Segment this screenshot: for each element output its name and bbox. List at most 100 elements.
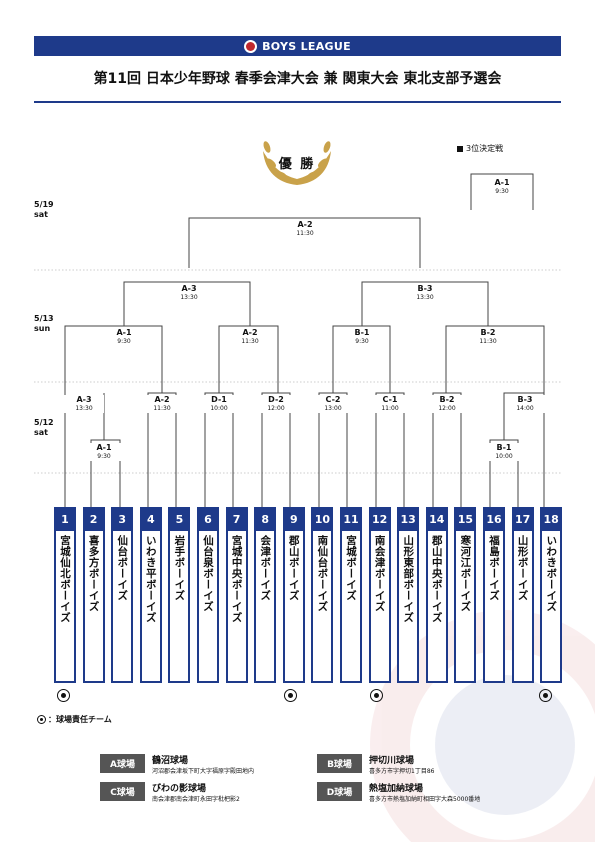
team-name: 郡山ボーイズ [287, 535, 300, 601]
match-code: A-2 [242, 328, 258, 337]
match-code: B-2 [480, 328, 496, 337]
team-number: 7 [227, 509, 246, 531]
team-9: 9 郡山ボーイズ [282, 507, 305, 683]
match-code: A-3 [181, 284, 197, 293]
match-code: B-1 [496, 443, 512, 452]
match-code: A-2 [154, 395, 170, 404]
match-code: B-3 [417, 284, 433, 293]
match-time: 9:30 [495, 188, 509, 195]
champion-label: 優 勝 [278, 157, 316, 172]
team-name: 南会津ボーイズ [373, 535, 386, 612]
team-8: 8 会津ボーイズ [254, 507, 277, 683]
venue-name: 押切川球場 [369, 756, 415, 766]
page-title: 第11回 日本少年野球 春季会津大会 兼 関東大会 東北支部予選会 [93, 71, 502, 87]
match-time: 11:30 [241, 338, 259, 345]
venue-responsible-mark-icon [370, 689, 383, 702]
team-number: 2 [84, 509, 103, 531]
team-5: 5 岩手ボーイズ [168, 507, 191, 683]
team-number: 5 [170, 509, 189, 531]
date-separators [34, 269, 561, 474]
team-number: 15 [456, 509, 475, 531]
match-time: 13:30 [180, 294, 198, 301]
match-code: A-2 [297, 220, 313, 229]
match-time: 11:30 [479, 338, 497, 345]
team-name: 仙台ボーイズ [116, 535, 129, 601]
match-time: 14:00 [516, 405, 534, 412]
match-time: 9:30 [97, 453, 111, 460]
match-code: B-3 [517, 395, 533, 404]
team-name: 寒河江ボーイズ [459, 535, 472, 612]
match-time: 10:00 [210, 405, 228, 412]
team-number: 6 [199, 509, 217, 531]
venue-name: 熱塩加納球場 [369, 784, 424, 794]
venue-address: 喜多方市熱塩加納町相田字大森5000番地 [369, 796, 481, 803]
venue-tag: B球場 [317, 754, 362, 773]
venue-responsible-mark-icon [539, 689, 552, 702]
match-code: A-1 [116, 328, 132, 337]
team-name: いわきボーイズ [545, 535, 558, 612]
team-number: 9 [284, 509, 303, 531]
team-15: 15 寒河江ボーイズ [454, 507, 477, 683]
match-time: 10:00 [495, 453, 513, 460]
team-number: 8 [256, 509, 275, 531]
third-place-heading: 3位決定戦 [457, 143, 503, 154]
team-name: 岩手ボーイズ [173, 535, 186, 601]
match-code: D-2 [268, 395, 284, 404]
team-name: 福島ボーイズ [488, 535, 500, 601]
venue-tag: D球場 [317, 782, 362, 801]
match-code: B-1 [354, 328, 370, 337]
venue-address: 喜多方市字押切1丁目86 [369, 768, 435, 775]
team-number: 13 [399, 509, 418, 531]
venue-tag: A球場 [100, 754, 145, 773]
brand-name: BOYS LEAGUE [262, 39, 351, 53]
team-name: 会津ボーイズ [259, 535, 272, 601]
legend-text: ：球場責任チーム [48, 715, 112, 724]
match-time: 9:30 [117, 338, 131, 345]
venue-a: A球場 鶴沼球場 河沼郡会津坂下町大字福原字殿田地内 [100, 752, 300, 777]
team-number: 11 [342, 509, 360, 531]
team-number: 10 [313, 509, 332, 531]
team-number: 18 [542, 509, 561, 531]
venue-b: B球場 押切川球場 喜多方市字押切1丁目86 [317, 752, 517, 777]
venue-name: 鶴沼球場 [152, 756, 189, 766]
third-place-label: 3位決定戦 [466, 144, 504, 153]
laurel-wreath-icon [263, 141, 331, 185]
match-time: 11:00 [381, 405, 399, 412]
legend: ：球場責任チーム [37, 714, 112, 725]
match-code: A-1 [494, 178, 510, 187]
team-number: 3 [113, 509, 132, 531]
boys-league-logo-icon [244, 39, 258, 53]
team-name: 山形東部ボーイズ [402, 535, 415, 623]
boys-league-banner: BOYS LEAGUE [34, 36, 561, 56]
venue-d: D球場 熱塩加納球場 喜多方市熱塩加納町相田字大森5000番地 [317, 780, 517, 805]
match-code: A-3 [76, 395, 92, 404]
team-name: 宮城仙北ボーイズ [59, 535, 71, 623]
venue-responsible-mark-icon [57, 689, 70, 702]
match-time: 13:30 [75, 405, 93, 412]
venue-responsible-mark-icon [37, 715, 46, 724]
